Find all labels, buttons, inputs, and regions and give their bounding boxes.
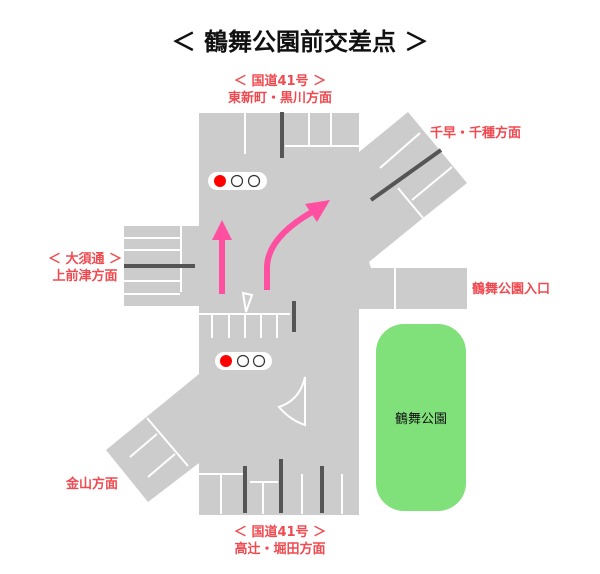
north-direction: 東新町・黒川方面 xyxy=(227,91,332,106)
label-east: 鶴舞公園入口 xyxy=(472,282,551,297)
red-light-icon xyxy=(214,175,226,187)
label-northeast: 千早・千種方面 xyxy=(430,126,522,141)
traffic-signal-south xyxy=(215,352,272,370)
south-direction: 高辻・堀田方面 xyxy=(234,542,326,557)
arrow-straight-icon xyxy=(212,220,232,294)
label-southwest: 金山方面 xyxy=(66,477,119,492)
lane-markings xyxy=(124,113,453,514)
red-light-icon xyxy=(220,355,232,367)
park-name: 鶴舞公園 xyxy=(394,412,447,427)
stop-lines xyxy=(124,112,443,513)
label-west: ＜ 大須通 ＞ 上前津方面 xyxy=(40,251,130,285)
label-south: ＜ 国道41号 ＞ 高辻・堀田方面 xyxy=(220,524,340,558)
label-north: ＜ 国道41号 ＞ 東新町・黒川方面 xyxy=(220,73,340,107)
arrow-right-turn-icon xyxy=(264,200,330,290)
north-road-name: ＜ 国道41号 ＞ xyxy=(233,74,327,89)
park-area: 鶴舞公園 xyxy=(376,324,466,511)
west-road-name: ＜ 大須通 ＞ xyxy=(47,252,123,267)
page-title: ＜ 鶴舞公園前交差点 ＞ xyxy=(171,28,429,56)
traffic-signal-north xyxy=(208,172,267,190)
east-road xyxy=(359,268,467,309)
west-direction: 上前津方面 xyxy=(52,269,118,284)
south-road-name: ＜ 国道41号 ＞ xyxy=(233,525,327,540)
